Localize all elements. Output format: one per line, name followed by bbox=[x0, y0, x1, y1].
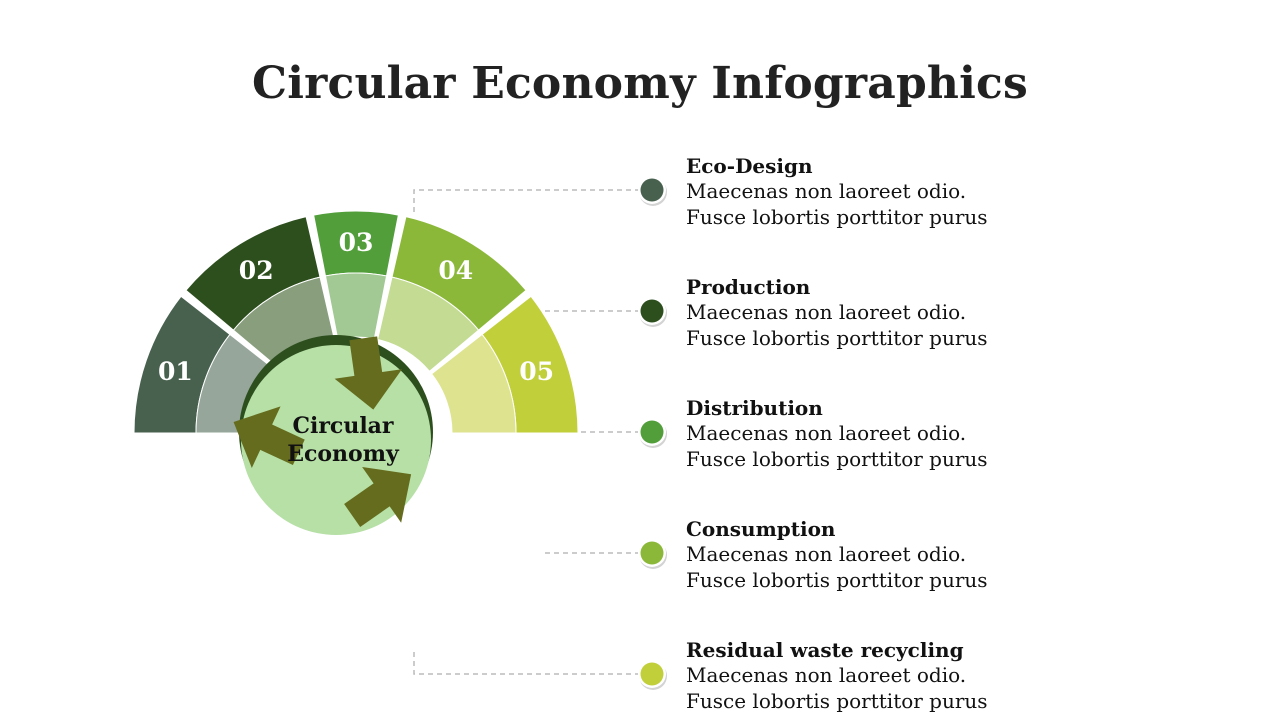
item-description: Maecenas non laoreet odio. Fusce loborti… bbox=[686, 663, 988, 713]
item-title: Eco-Design bbox=[686, 154, 813, 178]
center-label-line-1: Circular bbox=[292, 413, 393, 439]
segment-number-02: 02 bbox=[239, 256, 274, 285]
marker-dots bbox=[638, 176, 667, 690]
page-title: Circular Economy Infographics bbox=[251, 58, 1028, 109]
segment-number-03: 03 bbox=[339, 228, 374, 257]
item-description: Maecenas non laoreet odio. Fusce loborti… bbox=[686, 542, 988, 592]
marker-dot-residual-waste-recycling bbox=[638, 660, 667, 690]
marker-dot-eco-design bbox=[638, 176, 667, 206]
segment-05: 05 bbox=[430, 295, 579, 434]
segment-number-04: 04 bbox=[438, 256, 473, 285]
marker-dot-consumption bbox=[638, 539, 667, 569]
recycle-arrow-icon bbox=[233, 406, 305, 468]
item-title: Residual waste recycling bbox=[686, 638, 964, 662]
segment-03: 03 bbox=[313, 210, 399, 340]
segment-wheel: 01 02 03 04 05 bbox=[133, 210, 579, 434]
segment-number-01: 01 bbox=[158, 357, 193, 386]
recycle-arrow-icon bbox=[334, 336, 402, 410]
connector-line-1 bbox=[413, 189, 650, 212]
center-label-line-2: Economy bbox=[287, 441, 400, 467]
marker-dot-production bbox=[638, 297, 667, 327]
connector-lines bbox=[413, 189, 650, 675]
segment-inner-03 bbox=[324, 272, 388, 340]
marker-dot-distribution bbox=[638, 418, 667, 448]
item-title: Distribution bbox=[686, 396, 823, 420]
item-title: Production bbox=[686, 275, 811, 299]
item-description: Maecenas non laoreet odio. Fusce loborti… bbox=[686, 179, 988, 229]
list-item-eco-design: Eco-Design Maecenas non laoreet odio. Fu… bbox=[686, 154, 1106, 230]
list-item-residual-waste-recycling: Residual waste recycling Maecenas non la… bbox=[686, 638, 1106, 714]
segment-number-05: 05 bbox=[519, 357, 554, 386]
item-title: Consumption bbox=[686, 517, 836, 541]
connector-line-5 bbox=[413, 652, 650, 675]
item-description: Maecenas non laoreet odio. Fusce loborti… bbox=[686, 421, 988, 471]
segment-inner-05 bbox=[430, 333, 517, 434]
recycle-arrow-icon bbox=[344, 467, 412, 527]
item-description: Maecenas non laoreet odio. Fusce loborti… bbox=[686, 300, 988, 350]
segment-04: 04 bbox=[376, 216, 527, 372]
segment-inner-04 bbox=[376, 276, 480, 372]
list-item-consumption: Consumption Maecenas non laoreet odio. F… bbox=[686, 517, 1106, 593]
list-item-production: Production Maecenas non laoreet odio. Fu… bbox=[686, 275, 1106, 351]
list-item-distribution: Distribution Maecenas non laoreet odio. … bbox=[686, 396, 1106, 472]
